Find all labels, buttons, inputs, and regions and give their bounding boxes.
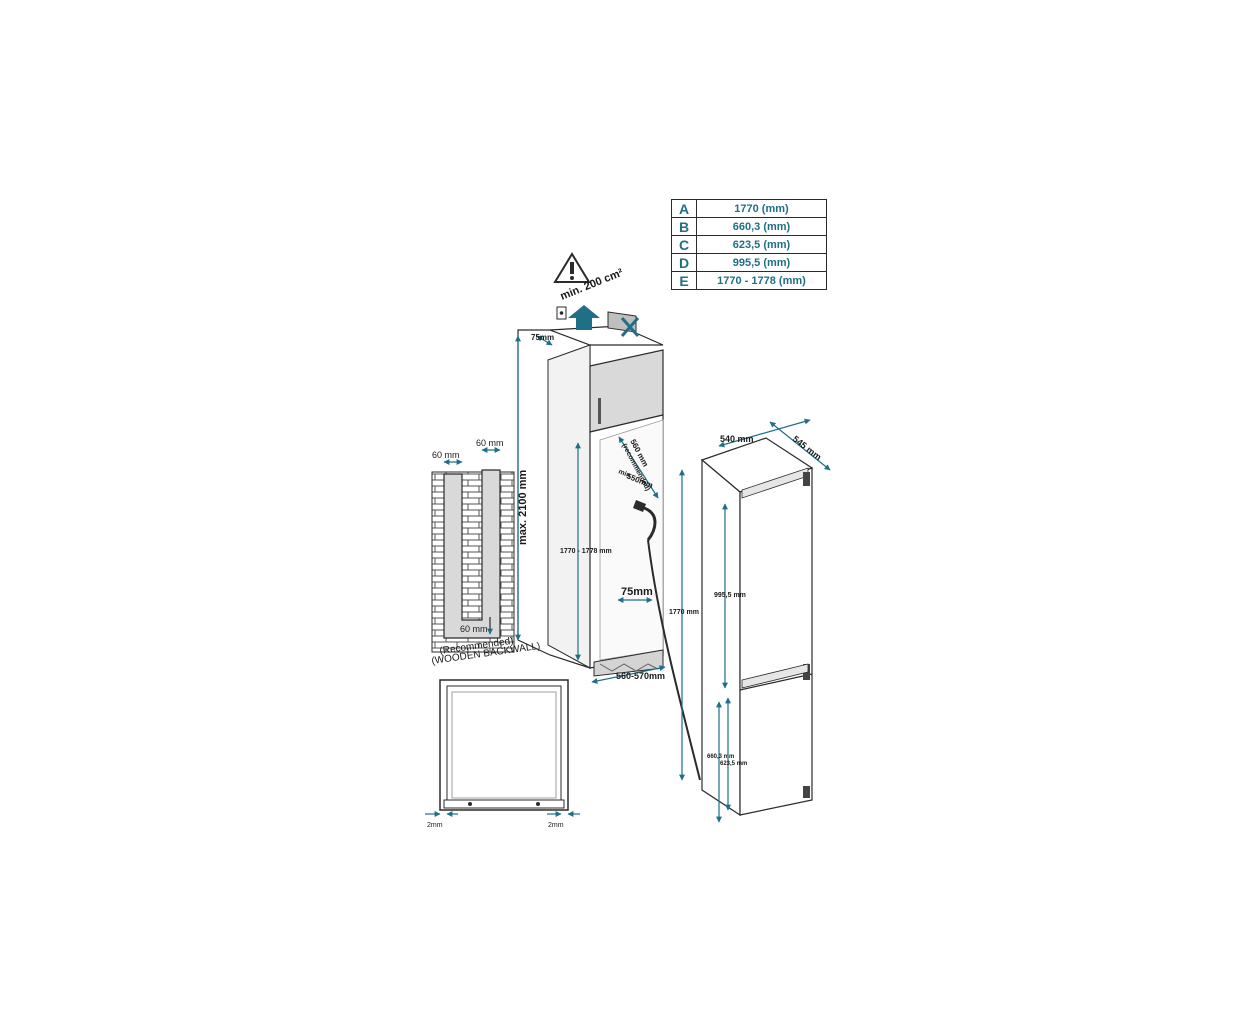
min-label: min — [617, 468, 631, 479]
wall-socket-icon — [556, 306, 567, 320]
appliance-width-label: 540 mm — [720, 434, 754, 444]
niche-width-label: 560-570mm — [616, 671, 665, 681]
slot-left-label: 60 mm — [432, 450, 460, 460]
cabinet-frame — [439, 679, 569, 811]
row-value: 1770 - 1778 (mm) — [696, 271, 827, 290]
dimension-table: A 1770 (mm) B 660,3 (mm) C 623,5 (mm) D … — [671, 199, 827, 290]
fridge-height-label: 995,5 mm — [714, 592, 746, 599]
slot-right-label: 60 mm — [476, 438, 504, 448]
niche-width-dimension — [591, 665, 666, 684]
frame-gap-right-label: 2mm — [548, 822, 564, 829]
top-gap-dimension — [536, 335, 553, 346]
power-plug-icon — [633, 500, 657, 541]
freezer-inner-height-label: 623,5 mm — [720, 761, 747, 767]
row-value: 995,5 (mm) — [696, 253, 827, 272]
power-cable — [647, 539, 701, 781]
slot-bottom-label: 60 mm — [460, 624, 488, 634]
frame-gap-left-label: 2mm — [427, 822, 443, 829]
cabinet-niche — [517, 325, 664, 677]
top-gap-label: 75mm — [531, 333, 554, 342]
max-height-label: max. 2100 mm — [517, 470, 529, 545]
table-row: E 1770 - 1778 (mm) — [671, 271, 827, 290]
depth-dimension — [618, 436, 659, 499]
table-row: D 995,5 (mm) — [671, 253, 827, 272]
vent-arrow-icon — [568, 305, 600, 330]
rear-gap-label: 75mm — [621, 586, 653, 598]
door-handle — [598, 398, 601, 424]
appliance-depth-dimension — [769, 421, 831, 471]
appliance-height-label: 1770 mm — [669, 609, 699, 616]
table-row: B 660,3 (mm) — [671, 217, 827, 236]
freezer-height-label: 660,3 mm — [707, 754, 734, 760]
wooden-backwall — [431, 469, 515, 653]
blocked-vent-icon — [607, 311, 640, 337]
warning-icon — [553, 252, 591, 283]
niche-height-label: 1770 - 1778 mm — [560, 548, 612, 555]
